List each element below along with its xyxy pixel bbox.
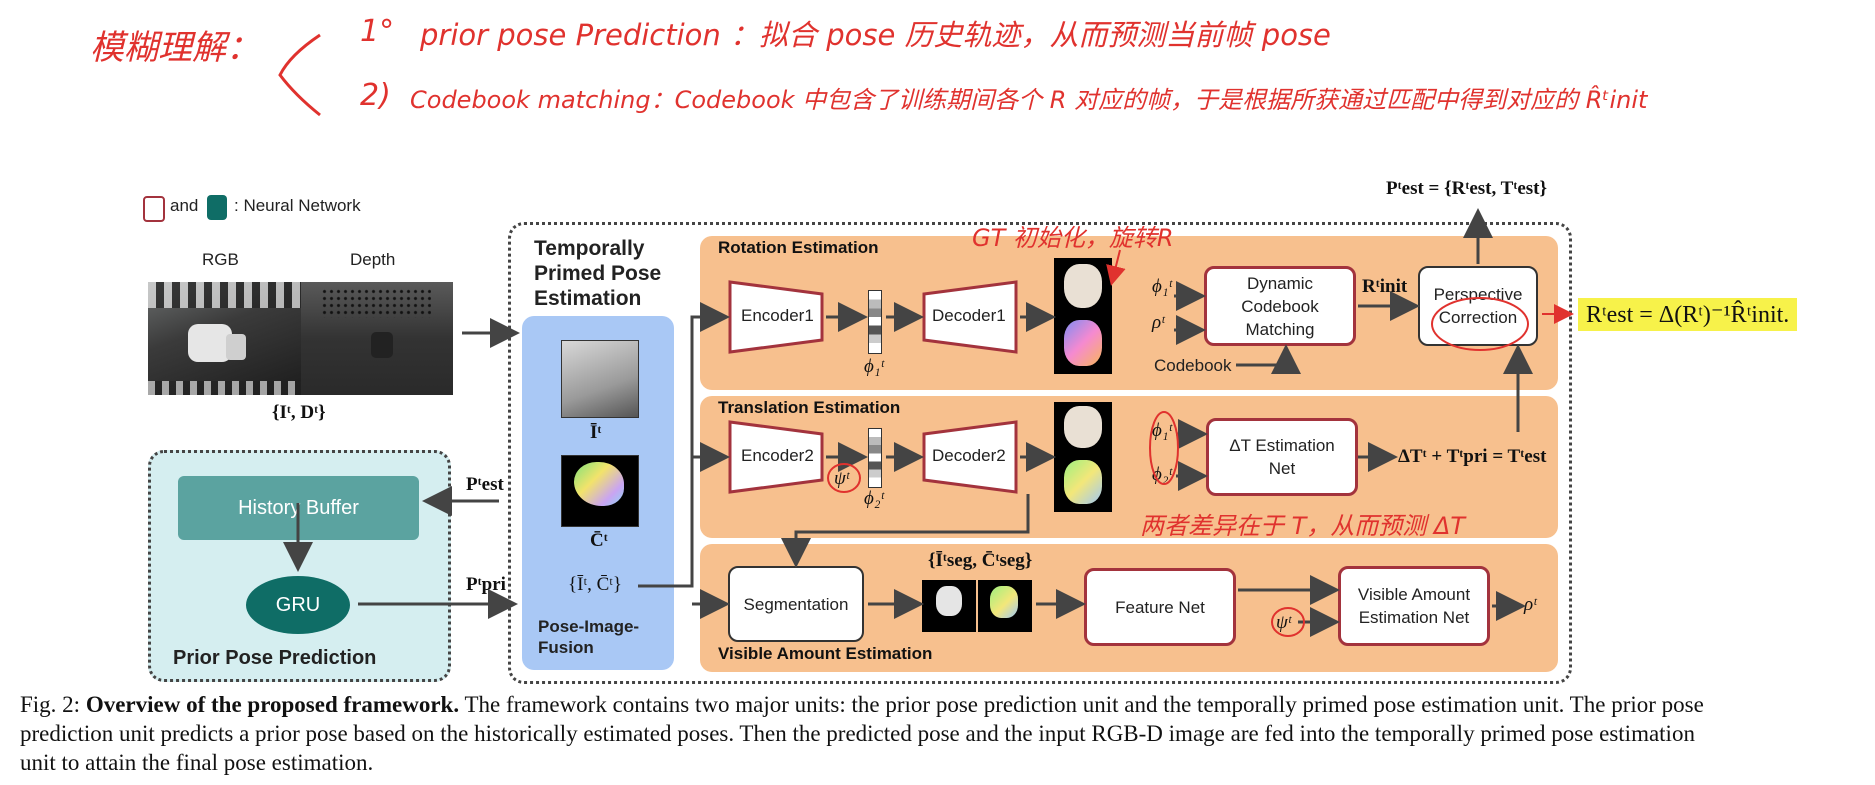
rgb-image xyxy=(148,282,301,395)
legend-label: : Neural Network xyxy=(234,196,361,215)
seg-rgb-image xyxy=(922,580,976,632)
translation-note: 两者差异在于 T，从而预测 ΔT xyxy=(1140,512,1465,540)
handwritten-line2-num: 2) xyxy=(360,78,391,113)
rotation-recon-image xyxy=(1054,258,1112,374)
codebook-label: Codebook xyxy=(1154,356,1232,375)
decoder2-shape xyxy=(922,420,1018,494)
rot-phi-input: ϕ₁ᵗ xyxy=(1152,276,1172,297)
handwritten-line1: prior pose Prediction ：拟合 pose 历史轨迹，从而预测… xyxy=(420,18,1331,52)
decoder1-shape xyxy=(922,280,1018,354)
trans-phi1-input: ϕ₁ᵗ xyxy=(1152,420,1172,441)
final-pose-output: Pᵗest = {Rᵗest, Tᵗest} xyxy=(1386,178,1547,199)
psi-label: ψᵗ xyxy=(834,468,849,489)
i-bar-label: Īᵗ xyxy=(590,422,602,443)
fusion-title: Temporally Primed Pose Estimation xyxy=(534,237,662,310)
seg-label: {Īᵗseg, C̄ᵗseg} xyxy=(928,550,1033,571)
decoder2-label: Decoder2 xyxy=(932,446,1006,465)
handwritten-line1-num: 1° xyxy=(360,14,395,49)
brace-icon xyxy=(278,33,321,117)
c-bar-label: C̄ᵗ xyxy=(590,530,608,551)
visible-rho-output: ρᵗ xyxy=(1524,594,1537,615)
encoder1-shape xyxy=(728,280,824,354)
gt-note: GT 初始化，旋转R xyxy=(972,224,1174,252)
input-formula: {Iᵗ, Dᵗ} xyxy=(272,402,326,423)
temporally-primed-unit xyxy=(508,222,1572,684)
fusion-rgb-crop xyxy=(561,340,639,418)
caption-fig-label: Fig. 2: xyxy=(20,692,81,717)
fusion-pair-label: {Īᵗ, C̄ᵗ} xyxy=(568,574,623,595)
latent2-bar xyxy=(868,428,882,488)
handwritten-prefix: 模糊理解： xyxy=(90,28,260,68)
phi2-label: ϕ₂ᵗ xyxy=(864,488,884,509)
decoder1-label: Decoder1 xyxy=(932,306,1006,325)
caption-text: The framework contains two major units: … xyxy=(20,692,1704,775)
visible-amount-net: Visible Amount Estimation Net xyxy=(1338,566,1490,646)
depth-image xyxy=(301,282,453,395)
delta-t-estimation-net: ΔT Estimation Net xyxy=(1206,418,1358,496)
translation-title: Translation Estimation xyxy=(718,398,901,417)
rotation-title: Rotation Estimation xyxy=(718,238,879,257)
legend-nn-filled-swatch xyxy=(207,195,227,220)
prior-title: Prior Pose Prediction xyxy=(173,647,377,669)
encoder2-label: Encoder2 xyxy=(741,446,814,465)
highlighted-equation: Rᵗest = Δ(Rᵗ)⁻¹R̂ᵗinit. xyxy=(1578,298,1798,331)
seg-color-image xyxy=(978,580,1032,632)
fusion-color-crop xyxy=(561,455,639,527)
encoder1-label: Encoder1 xyxy=(741,306,814,325)
depth-label: Depth xyxy=(350,250,396,269)
gru: GRU xyxy=(246,576,350,634)
fusion-subtitle: Pose-Image-Fusion xyxy=(538,617,640,657)
caption-bold: Overview of the proposed framework. xyxy=(85,692,460,717)
translation-output: ΔTᵗ + Tᵗpri = Tᵗest xyxy=(1398,446,1547,467)
latent1-bar xyxy=(868,290,882,354)
encoder2-shape xyxy=(728,420,824,494)
visible-psi-input: ψᵗ xyxy=(1276,612,1291,633)
perspective-correction: Perspective Correction xyxy=(1418,266,1538,346)
rot-rho-input: ρᵗ xyxy=(1152,312,1165,333)
rgb-label: RGB xyxy=(202,250,239,269)
visible-title: Visible Amount Estimation xyxy=(718,644,933,663)
dynamic-codebook-matching: Dynamic Codebook Matching xyxy=(1204,266,1356,346)
p-est-label: Pᵗest xyxy=(466,474,504,495)
legend-and: and xyxy=(170,196,199,215)
phi1-label: ϕ₁ᵗ xyxy=(864,356,884,377)
figure-caption: Fig. 2: Overview of the proposed framewo… xyxy=(20,690,1720,777)
translation-recon-image xyxy=(1054,402,1112,512)
legend-nn-outline-swatch xyxy=(143,196,165,222)
feature-net: Feature Net xyxy=(1084,568,1236,646)
handwritten-line2: Codebook matching：Codebook 中包含了训练期间各个 R … xyxy=(410,86,1648,114)
